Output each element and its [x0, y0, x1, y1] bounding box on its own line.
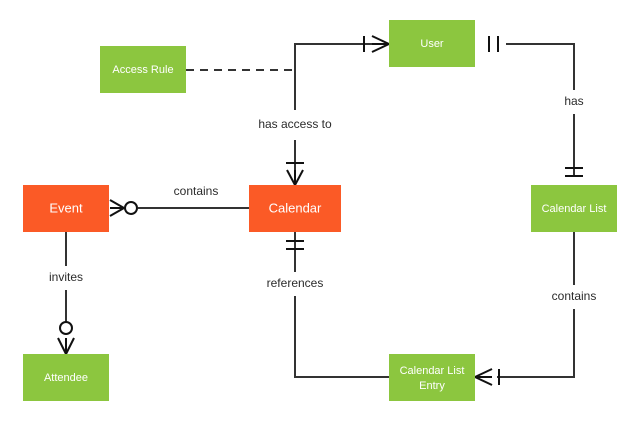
entity-user-label: User — [420, 38, 444, 50]
entity-user-rect[interactable] — [389, 20, 475, 67]
cardinality-user-exactly-one — [488, 36, 499, 52]
entity-access-rule[interactable]: Access Rule — [100, 46, 186, 93]
entity-attendee-label: Attendee — [44, 372, 88, 384]
entity-calendar-list-rect[interactable] — [531, 185, 617, 232]
entity-attendee[interactable]: Attendee — [23, 354, 109, 401]
relationship-label-contains-event-calendar: contains — [174, 184, 219, 198]
entity-attendee-rect[interactable] — [23, 354, 109, 401]
connector-calendar-to-entry-lower — [294, 296, 389, 378]
entity-event[interactable]: Event — [23, 185, 109, 232]
relationship-label-has-access-to: has access to — [258, 117, 332, 131]
connector-calendarlist-to-entry-lower — [497, 309, 575, 378]
cardinality-attendee-zero-or-many — [57, 321, 75, 355]
entity-calendar-list-entry[interactable]: Calendar List Entry — [389, 354, 475, 401]
cardinality-calendarlist-exactly-one — [565, 167, 583, 177]
entity-calendar-list-entry-rect[interactable] — [389, 354, 475, 401]
relationship-label-invites: invites — [49, 270, 83, 284]
connector-user-to-calendar-top — [294, 43, 389, 110]
relationship-label-references: references — [267, 276, 324, 290]
entity-calendar[interactable]: Calendar — [249, 185, 341, 232]
cardinality-entry-one-or-many — [474, 368, 500, 386]
entity-calendar-list-entry-label-line1: Calendar List — [400, 365, 465, 377]
relationship-label-group: has access to contains invites reference… — [49, 94, 596, 303]
entity-calendar-label: Calendar — [269, 200, 322, 215]
connector-user-to-calendarlist-upper — [506, 43, 575, 90]
entity-event-rect[interactable] — [23, 185, 109, 232]
entity-event-label: Event — [49, 200, 83, 215]
cardinality-calendar-exactly-one — [286, 240, 304, 250]
cardinality-marker-group — [57, 35, 583, 386]
entity-access-rule-rect[interactable] — [100, 46, 186, 93]
cardinality-user-one-or-many — [363, 35, 390, 53]
relationship-label-contains-list-entry: contains — [552, 289, 597, 303]
entity-calendar-list[interactable]: Calendar List — [531, 185, 617, 232]
entity-calendar-rect[interactable] — [249, 185, 341, 232]
entity-calendar-list-entry-label-line2: Entry — [419, 380, 445, 392]
cardinality-event-zero-or-many — [109, 199, 138, 217]
entity-calendar-list-label: Calendar List — [542, 203, 607, 215]
entity-user[interactable]: User — [389, 20, 475, 67]
entity-access-rule-label: Access Rule — [112, 64, 173, 76]
relationship-label-has: has — [564, 94, 583, 108]
connector-group — [65, 43, 575, 378]
entity-group: Access Rule User Event Calendar Calendar… — [23, 20, 617, 401]
cardinality-calendar-one-or-many — [286, 162, 304, 186]
